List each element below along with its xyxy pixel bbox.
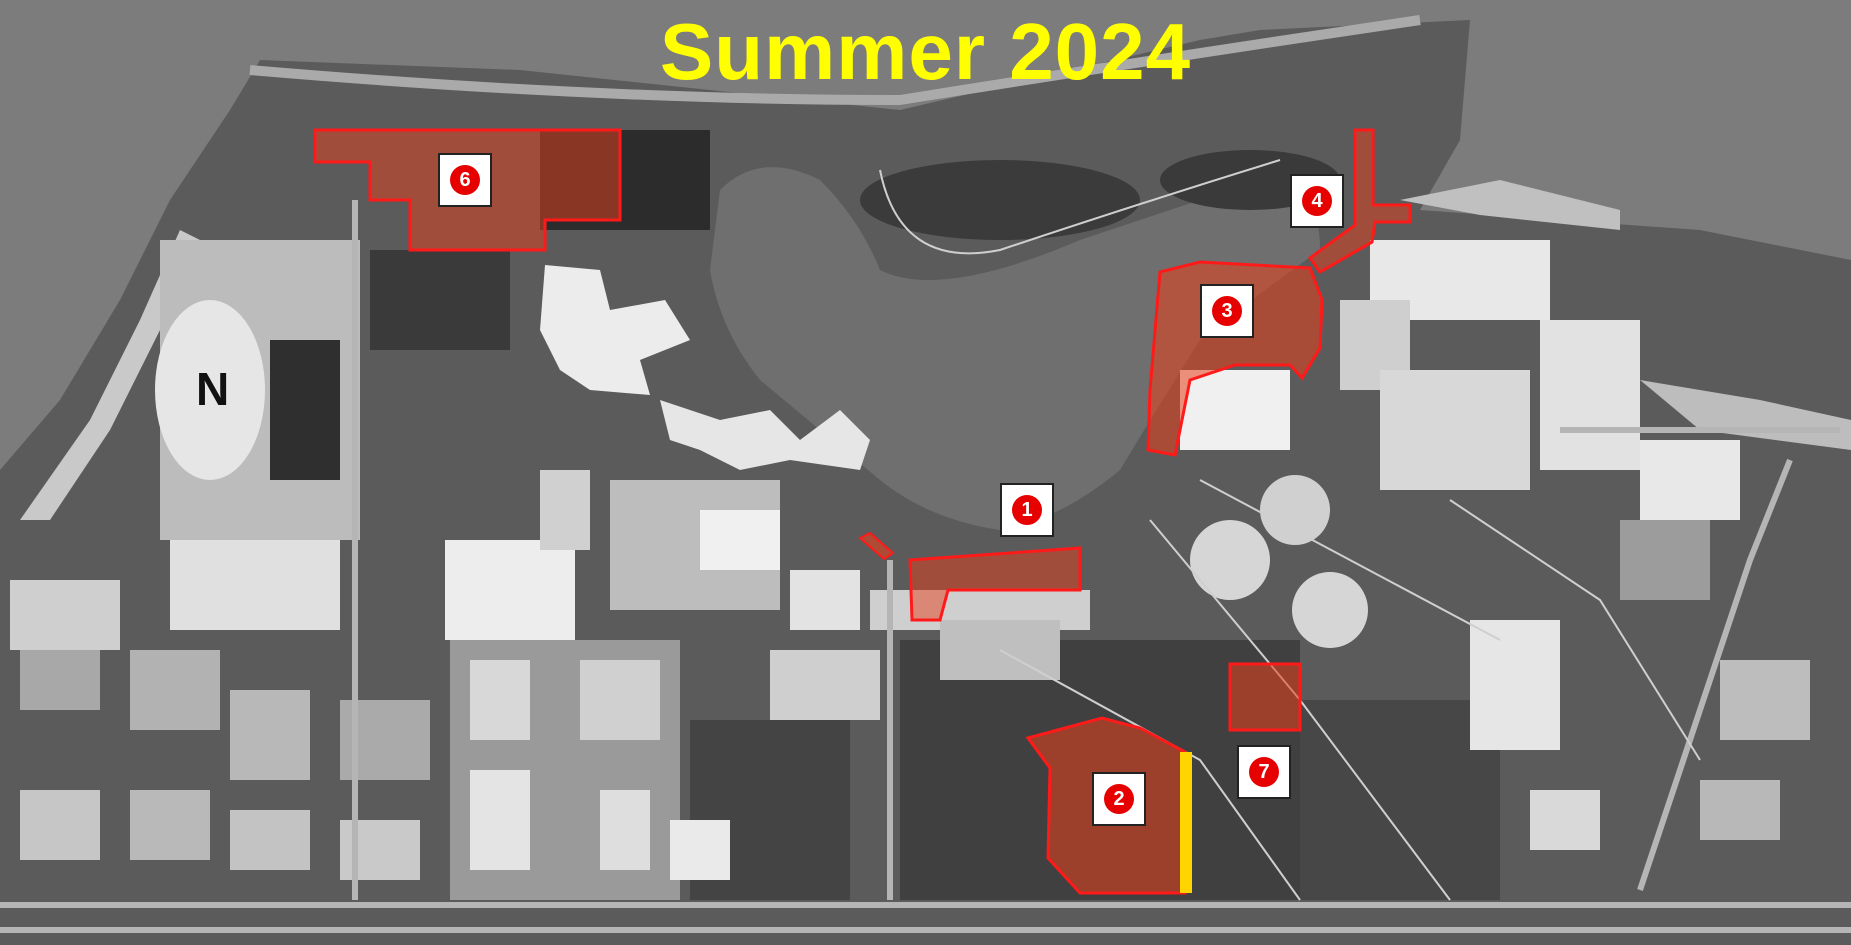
zone-2-label: 2 — [1104, 784, 1134, 814]
zone-4-area[interactable] — [1307, 128, 1412, 274]
zone-4-marker[interactable]: 4 — [1290, 174, 1344, 228]
zone-3-label: 3 — [1212, 296, 1242, 326]
small-zone-area[interactable] — [858, 531, 895, 561]
zone-7-area[interactable] — [1228, 662, 1302, 732]
zone-4-label: 4 — [1302, 186, 1332, 216]
zone-1-area[interactable] — [908, 546, 1082, 622]
zone-7-label: 7 — [1249, 757, 1279, 787]
zone-3-area[interactable] — [1146, 260, 1324, 457]
zone-1-label: 1 — [1012, 495, 1042, 525]
zone-6-label: 6 — [450, 165, 480, 195]
zone-2-accent-strip — [1180, 752, 1192, 893]
zone-7-marker[interactable]: 7 — [1237, 745, 1291, 799]
tree-cluster — [860, 160, 1140, 240]
beach-strip — [1400, 180, 1620, 230]
tennis-courts — [370, 250, 510, 350]
arena-letter: N — [196, 363, 230, 415]
map-title: Summer 2024 — [659, 7, 1192, 96]
zone-3-marker[interactable]: 3 — [1200, 284, 1254, 338]
wooded-area — [1300, 700, 1500, 900]
zone-2-marker[interactable]: 2 — [1092, 772, 1146, 826]
zone-6-marker[interactable]: 6 — [438, 153, 492, 207]
beach-strip — [20, 230, 200, 520]
shoreline-rocks — [249, 15, 1421, 106]
zone-1-marker[interactable]: 1 — [1000, 483, 1054, 537]
roads — [0, 200, 1851, 933]
